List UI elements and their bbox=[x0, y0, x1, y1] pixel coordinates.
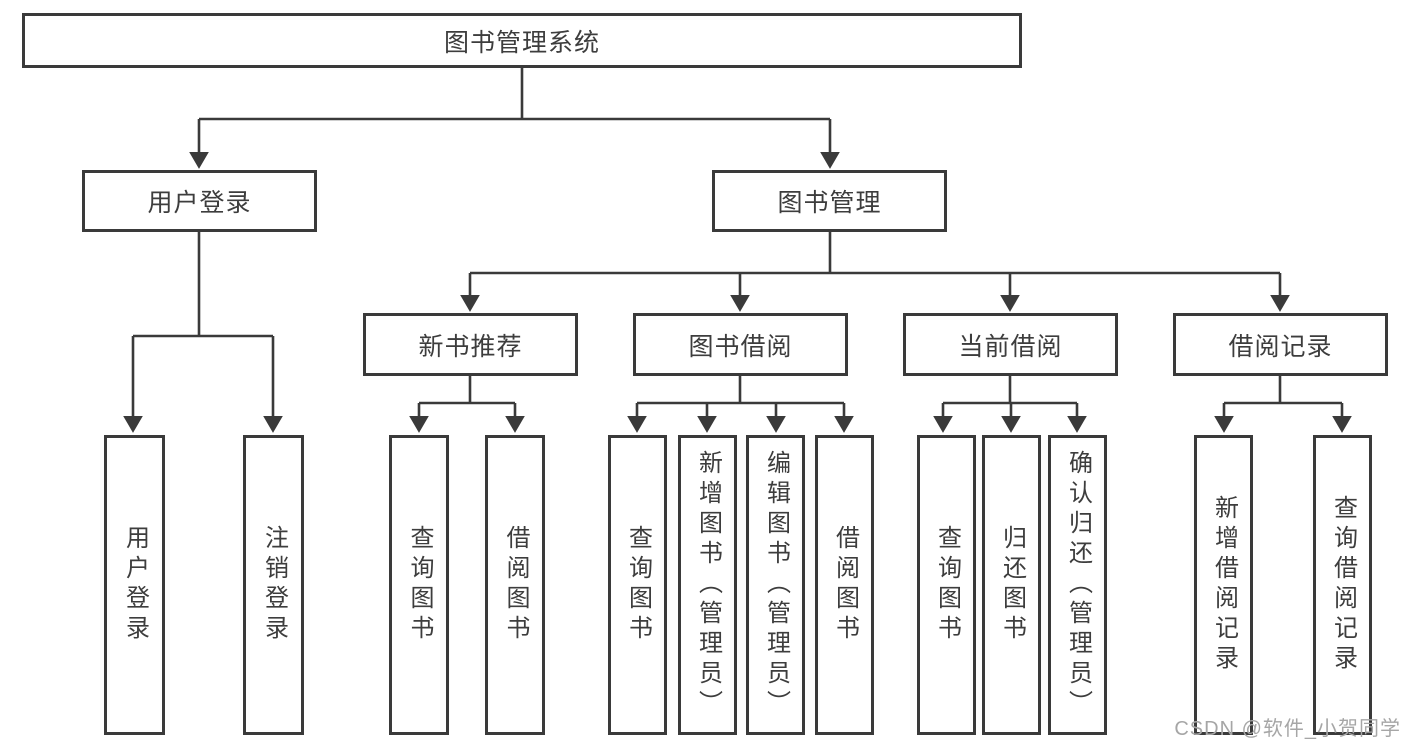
node-user-login: 用户登录 bbox=[82, 170, 317, 232]
csdn-watermark: CSDN @软件_小贺同学 bbox=[1174, 718, 1401, 740]
leaf-user-login: 用户登录 bbox=[104, 435, 165, 735]
leaf-add-borrow-record: 新增借阅记录 bbox=[1194, 435, 1253, 735]
leaf-query-borrow-record: 查询借阅记录 bbox=[1313, 435, 1372, 735]
node-library-system: 图书管理系统 bbox=[22, 13, 1022, 68]
leaf-query-books-borrow: 查询图书 bbox=[608, 435, 667, 735]
leaf-logout: 注销登录 bbox=[243, 435, 304, 735]
leaf-query-books-current: 查询图书 bbox=[917, 435, 976, 735]
node-current-borrow: 当前借阅 bbox=[903, 313, 1118, 376]
leaf-edit-book-admin: 编辑图书（管理员） bbox=[746, 435, 805, 735]
leaf-query-books-recommend: 查询图书 bbox=[389, 435, 449, 735]
leaf-borrow-books-recommend: 借阅图书 bbox=[485, 435, 545, 735]
node-book-borrow: 图书借阅 bbox=[633, 313, 848, 376]
leaf-confirm-return-admin: 确认归还（管理员） bbox=[1048, 435, 1107, 735]
leaf-add-book-admin: 新增图书（管理员） bbox=[678, 435, 737, 735]
leaf-borrow-books: 借阅图书 bbox=[815, 435, 874, 735]
node-new-book-recommend: 新书推荐 bbox=[363, 313, 578, 376]
leaf-return-books: 归还图书 bbox=[982, 435, 1041, 735]
node-book-management: 图书管理 bbox=[712, 170, 947, 232]
node-borrow-records: 借阅记录 bbox=[1173, 313, 1388, 376]
